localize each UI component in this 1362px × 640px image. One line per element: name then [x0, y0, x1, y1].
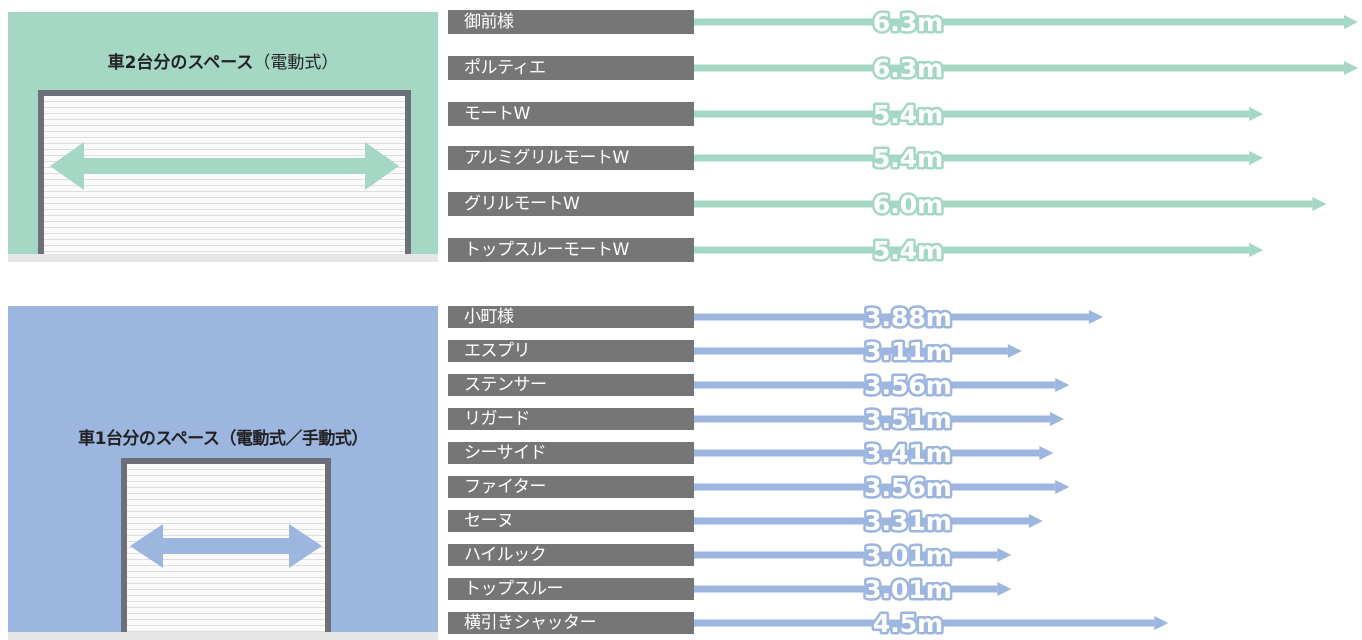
arrow-shaft-1-0 [694, 313, 1089, 321]
arrow-head-0-2 [1249, 107, 1264, 121]
value-label-0-4: 6.0m [873, 190, 943, 219]
arrow-head-1-6 [1028, 514, 1043, 528]
arrow-head-1-5 [1055, 480, 1070, 494]
arrow-shaft-1-5 [694, 483, 1056, 491]
shutter-door-single [121, 458, 331, 632]
arrow-shaft-0-2 [694, 110, 1250, 118]
row-label-gozen: 御前様 [448, 10, 694, 34]
row-label-regard: リガード [448, 408, 694, 430]
value-label-1-5: 3.56m [864, 473, 952, 502]
value-label-1-8: 3.01m [864, 575, 952, 604]
double-garage-panel: 車2台分のスペース（電動式） [8, 12, 438, 262]
double-garage-title-main: 車2台分のスペース [107, 53, 254, 73]
floor-strip-single [8, 632, 438, 640]
arrow-head-1-1 [1007, 344, 1022, 358]
value-label-1-3: 3.51m [864, 405, 952, 434]
arrow-shaft-0-4 [694, 200, 1313, 208]
row-label-seine: セーヌ [448, 510, 694, 532]
arrow-shaft-1-6 [694, 517, 1029, 525]
value-label-1-6: 3.31m [864, 507, 952, 536]
arrow-head-1-4 [1039, 446, 1054, 460]
arrow-shaft-1-7 [694, 551, 998, 559]
shutter-door-double [38, 90, 411, 254]
single-garage-panel: 車1台分のスペース（電動式／手動式） [8, 306, 438, 640]
value-label-1-9: 4.5m [873, 609, 943, 638]
value-label-1-0: 3.88m [864, 303, 952, 332]
value-label-0-0: 6.3m [873, 8, 943, 37]
arrow-shaft-0-3 [694, 154, 1250, 162]
row-label-hi-look: ハイルック [448, 544, 694, 566]
arrow-shaft-1-9 [694, 619, 1155, 627]
single-garage-title: 車1台分のスペース（電動式／手動式） [78, 429, 368, 449]
double-width-arrow [50, 142, 399, 190]
arrow-shaft-1-1 [694, 347, 1008, 355]
arrow-head-1-2 [1055, 378, 1070, 392]
arrow-shaft-1-8 [694, 585, 998, 593]
double-garage-title: 車2台分のスペース（電動式） [8, 48, 438, 73]
value-label-0-2: 5.4m [873, 100, 943, 129]
row-label-sliding-shutter: 横引きシャッター [448, 612, 694, 634]
value-label-0-3: 5.4m [873, 144, 943, 173]
value-label-0-1: 6.3m [873, 54, 943, 83]
row-label-aluminum-grill-mote-w: アルミグリルモートW [448, 146, 694, 170]
arrow-head-0-1 [1344, 61, 1359, 75]
arrow-head-0-4 [1312, 197, 1327, 211]
row-label-seaside: シーサイド [448, 442, 694, 464]
arrow-head-0-3 [1249, 151, 1264, 165]
value-label-1-4: 3.41m [864, 439, 952, 468]
arrow-head-1-0 [1088, 310, 1103, 324]
row-label-stensar: ステンサー [448, 374, 694, 396]
arrow-head-0-5 [1249, 243, 1264, 257]
floor-strip-double [8, 254, 438, 262]
single-width-arrow [130, 524, 322, 568]
arrow-shaft-1-3 [694, 415, 1050, 423]
row-label-topthrough: トップスルー [448, 578, 694, 600]
arrow-shaft-0-5 [694, 246, 1250, 254]
arrow-head-1-7 [997, 548, 1012, 562]
row-label-grill-mote-w: グリルモートW [448, 192, 694, 216]
arrow-shaft-0-1 [694, 64, 1345, 72]
arrow-head-1-3 [1049, 412, 1064, 426]
arrow-shaft-1-4 [694, 449, 1040, 457]
value-label-1-1: 3.11m [864, 337, 952, 366]
arrow-shaft-0-0 [694, 18, 1345, 26]
value-label-1-2: 3.56m [864, 371, 952, 400]
arrow-head-1-8 [997, 582, 1012, 596]
arrow-shaft-1-2 [694, 381, 1056, 389]
value-label-1-7: 3.01m [864, 541, 952, 570]
row-label-portie: ポルティエ [448, 56, 694, 80]
arrow-head-0-0 [1344, 15, 1359, 29]
row-label-esprit: エスプリ [448, 340, 694, 362]
row-label-fighter: ファイター [448, 476, 694, 498]
row-label-topthrough-mote-w: トップスルーモートW [448, 238, 694, 262]
value-label-0-5: 5.4m [873, 236, 943, 265]
row-label-komachi: 小町様 [448, 306, 694, 328]
arrow-head-1-9 [1154, 616, 1169, 630]
double-garage-title-suffix: （電動式） [253, 53, 339, 73]
row-label-mote-w: モートW [448, 102, 694, 126]
